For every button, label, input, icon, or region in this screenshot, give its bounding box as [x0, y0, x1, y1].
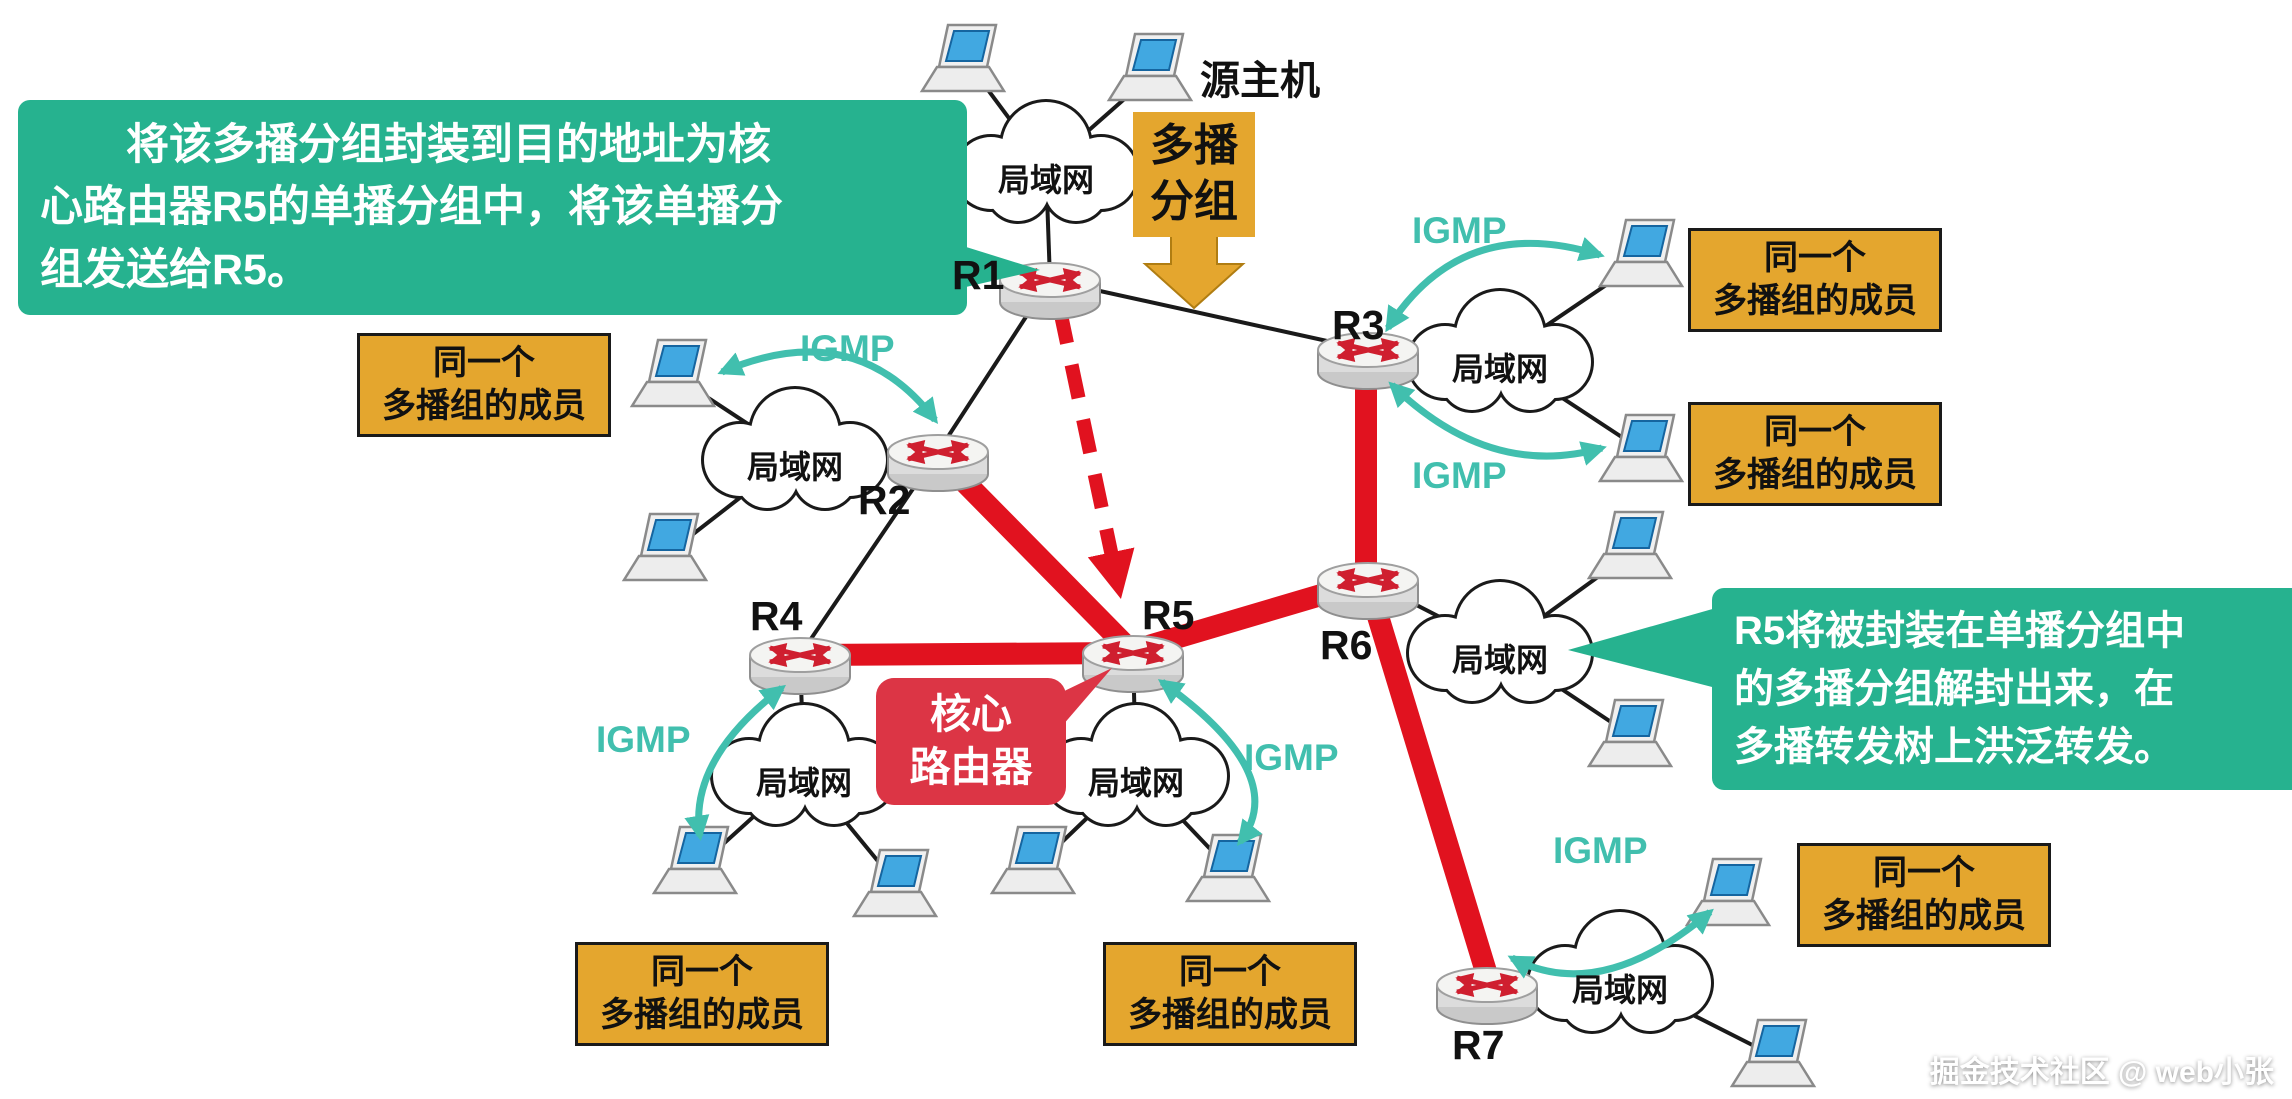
- laptop-icon: [622, 512, 708, 582]
- core-line2: 路由器: [909, 744, 1033, 791]
- laptop-icon: [1685, 857, 1771, 927]
- core-router-tail: [1056, 668, 1112, 733]
- link-r1-r3: [1049, 278, 1369, 352]
- laptop-icon: [1587, 510, 1673, 580]
- callout-line: 组发送给R5。: [40, 245, 310, 294]
- laptop-icon: [852, 848, 938, 918]
- laptop-icon: [630, 338, 716, 408]
- callout-line: 将该多播分组封装到目的地址为核: [126, 121, 771, 169]
- member-line2: 多播组的成员: [1713, 455, 1917, 494]
- member-line2: 多播组的成员: [1822, 896, 2026, 935]
- callout-line: 多播转发树上洪泛转发。: [1734, 725, 2174, 769]
- router-label-r3: R3: [1332, 302, 1385, 348]
- laptop-icon: [1730, 1018, 1816, 1088]
- member-box-bottom-right: 同一个 多播组的成员: [1797, 843, 2051, 947]
- igmp-arrow-r7: [1507, 908, 1714, 979]
- laptop-icon: [1598, 413, 1684, 483]
- router-label-r6: R6: [1320, 622, 1373, 668]
- callout-right-tail: [1568, 608, 1716, 688]
- igmp-arrow-r4: [684, 684, 787, 841]
- member-box-bottom-mid: 同一个 多播组的成员: [1103, 942, 1357, 1046]
- lan-label-r2: 局域网: [746, 449, 844, 485]
- unicast-tunnel-arrow: [1053, 308, 1135, 599]
- member-line1: 同一个: [433, 344, 535, 382]
- core-line1: 核心: [930, 691, 1012, 737]
- lan-label-r7: 局域网: [1571, 972, 1669, 1008]
- member-box-bottom-left: 同一个 多播组的成员: [575, 942, 829, 1046]
- router-label-r1: R1: [952, 252, 1005, 298]
- multicast-packet-label: 多播 分组: [1133, 112, 1255, 237]
- laptop-icon: [990, 825, 1076, 895]
- igmp-arrow-r2: [717, 348, 939, 425]
- member-line2: 多播组的成员: [600, 995, 804, 1034]
- member-line2: 多播组的成员: [1713, 281, 1917, 320]
- router-label-r4: R4: [750, 593, 803, 639]
- callout-encapsulate: 将该多播分组封装到目的地址为核 心路由器R5的单播分组中，将该单播分 组发送给R…: [18, 100, 967, 316]
- member-line1: 同一个: [1764, 239, 1866, 277]
- lan-label-r5: 局域网: [1087, 765, 1185, 801]
- member-box-right-top: 同一个 多播组的成员: [1688, 228, 1942, 332]
- core-router-label: 核心 路由器: [876, 678, 1066, 805]
- member-line1: 同一个: [651, 953, 753, 991]
- router-label-r7: R7: [1452, 1022, 1505, 1068]
- member-line2: 多播组的成员: [382, 386, 586, 425]
- callout-decapsulate: R5将被封装在单播分组中 的多播分组解封出来，在 多播转发树上洪泛转发。: [1712, 588, 2292, 790]
- watermark: 掘金技术社区 @ web小张: [1929, 1056, 2274, 1089]
- member-line1: 同一个: [1764, 413, 1866, 451]
- source-host-label: 源主机: [1200, 59, 1320, 103]
- callout-line: 心路由器R5的单播分组中，将该单播分: [40, 183, 783, 232]
- member-line1: 同一个: [1179, 953, 1281, 991]
- packet-line1: 多播: [1150, 121, 1238, 170]
- igmp-label-r4: IGMP: [596, 719, 691, 760]
- router-r6-icon: [1318, 563, 1418, 619]
- router-label-r2: R2: [858, 477, 911, 523]
- member-line2: 多播组的成员: [1128, 995, 1332, 1034]
- member-box-right-mid: 同一个 多播组的成员: [1688, 402, 1942, 506]
- router-label-r5: R5: [1142, 592, 1195, 638]
- igmp-arrow-r3-top: [1385, 236, 1605, 333]
- lan-label-r4: 局域网: [755, 765, 853, 801]
- igmp-arrow-r3-bottom: [1388, 381, 1607, 466]
- member-box-left: 同一个 多播组的成员: [357, 333, 611, 437]
- callout-line: 的多播分组解封出来，在: [1734, 667, 2174, 711]
- tree-r6-r7: [1359, 579, 1498, 986]
- tree-r4-r5: [794, 642, 1139, 666]
- laptop-icon: [1185, 833, 1271, 903]
- igmp-label-r5: IGMP: [1244, 737, 1339, 778]
- igmp-arrow-r5: [1157, 679, 1263, 846]
- callout-line: R5将被封装在单播分组中: [1734, 609, 2186, 653]
- laptop-icon: [1587, 698, 1673, 768]
- router-r4-icon: [750, 638, 850, 694]
- lan-label-top: 局域网: [997, 162, 1095, 198]
- laptop-icon: [652, 825, 738, 895]
- member-line1: 同一个: [1873, 854, 1975, 892]
- igmp-arrows: [684, 236, 1714, 979]
- igmp-label-r2: IGMP: [800, 328, 895, 369]
- igmp-label-r7: IGMP: [1553, 830, 1648, 871]
- packet-line2: 分组: [1150, 177, 1238, 227]
- laptop-icon: [920, 23, 1006, 93]
- laptop-icon: [1598, 218, 1684, 288]
- lan-label-r6: 局域网: [1451, 642, 1549, 678]
- lan-label-r3: 局域网: [1451, 351, 1549, 387]
- igmp-label-r3-top: IGMP: [1412, 210, 1507, 251]
- multicast-packet-arrow: [1142, 235, 1246, 310]
- router-r7-icon: [1437, 968, 1537, 1024]
- laptop-source-host-icon: [1107, 32, 1193, 102]
- igmp-label-r3-bottom: IGMP: [1412, 455, 1507, 496]
